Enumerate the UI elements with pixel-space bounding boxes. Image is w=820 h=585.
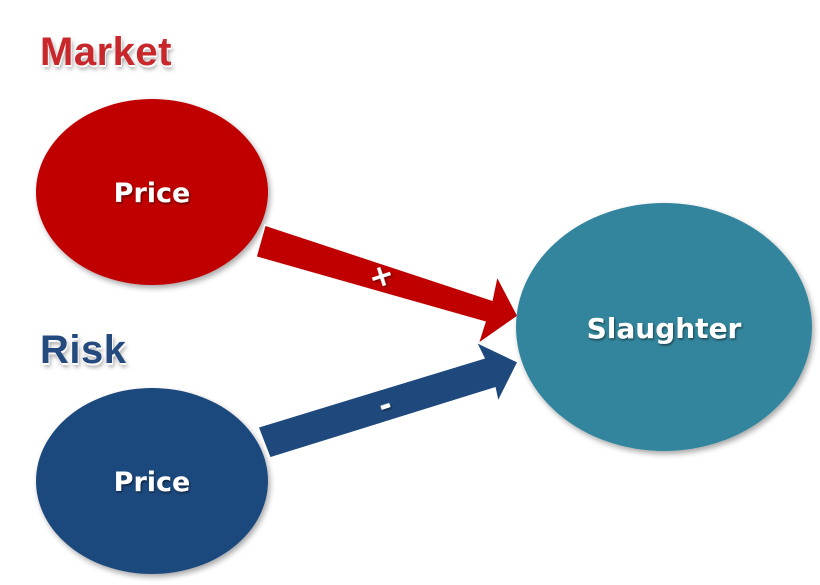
market-price-ellipse (36, 99, 268, 285)
negative-arrow-shape (257, 340, 520, 459)
positive-arrow-shape (255, 224, 519, 346)
risk-price-ellipse (36, 388, 268, 574)
market-price-label: Price (114, 178, 191, 209)
market-title: Market (40, 30, 172, 74)
risk-price-label: Price (114, 467, 191, 498)
slaughter-label: Slaughter (587, 312, 742, 345)
slaughter-node: Slaughter (516, 203, 812, 451)
slaughter-ellipse (516, 203, 812, 451)
negative-arrow: - (257, 340, 520, 459)
risk-title: Risk (40, 328, 127, 372)
risk-price-node: Price (36, 388, 268, 574)
market-price-node: Price (36, 99, 268, 285)
positive-arrow: + (255, 224, 519, 346)
positive-sign: + (364, 256, 399, 297)
